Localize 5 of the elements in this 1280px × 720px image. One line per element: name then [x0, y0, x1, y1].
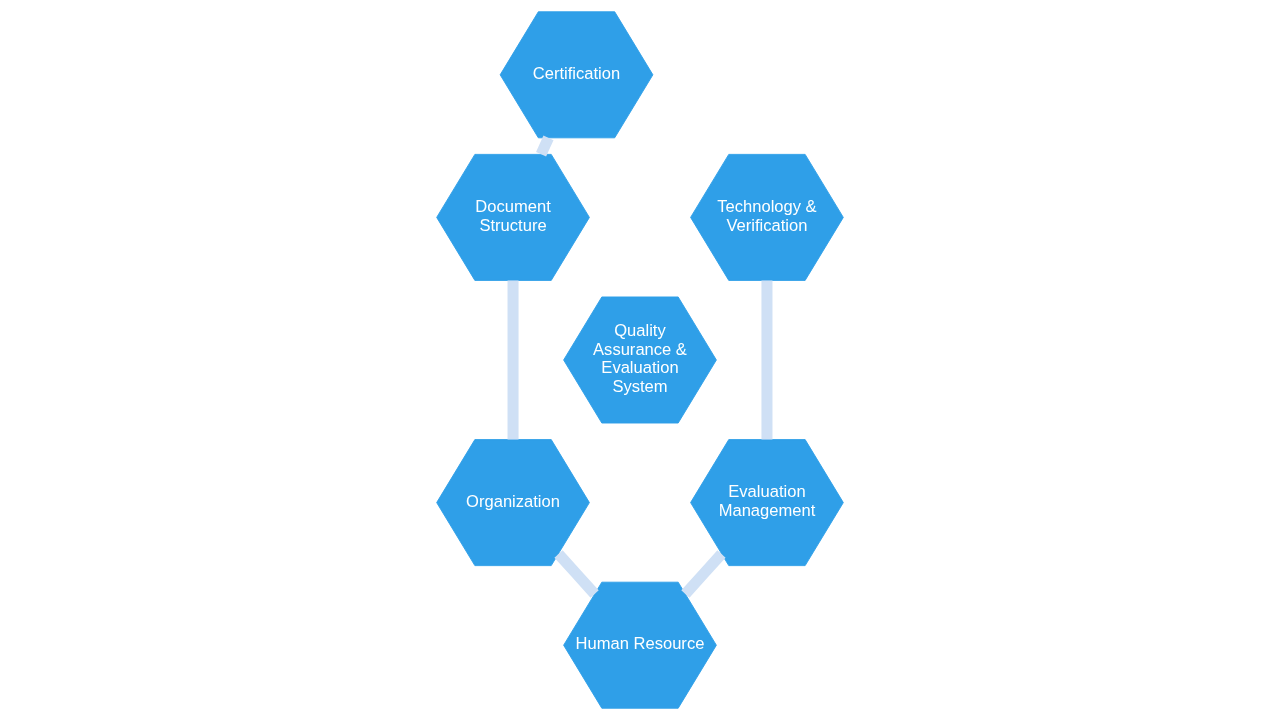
connector: [507, 280, 519, 440]
connector: [681, 550, 726, 598]
connector: [536, 135, 554, 157]
connector: [554, 550, 599, 598]
connector: [761, 280, 773, 440]
